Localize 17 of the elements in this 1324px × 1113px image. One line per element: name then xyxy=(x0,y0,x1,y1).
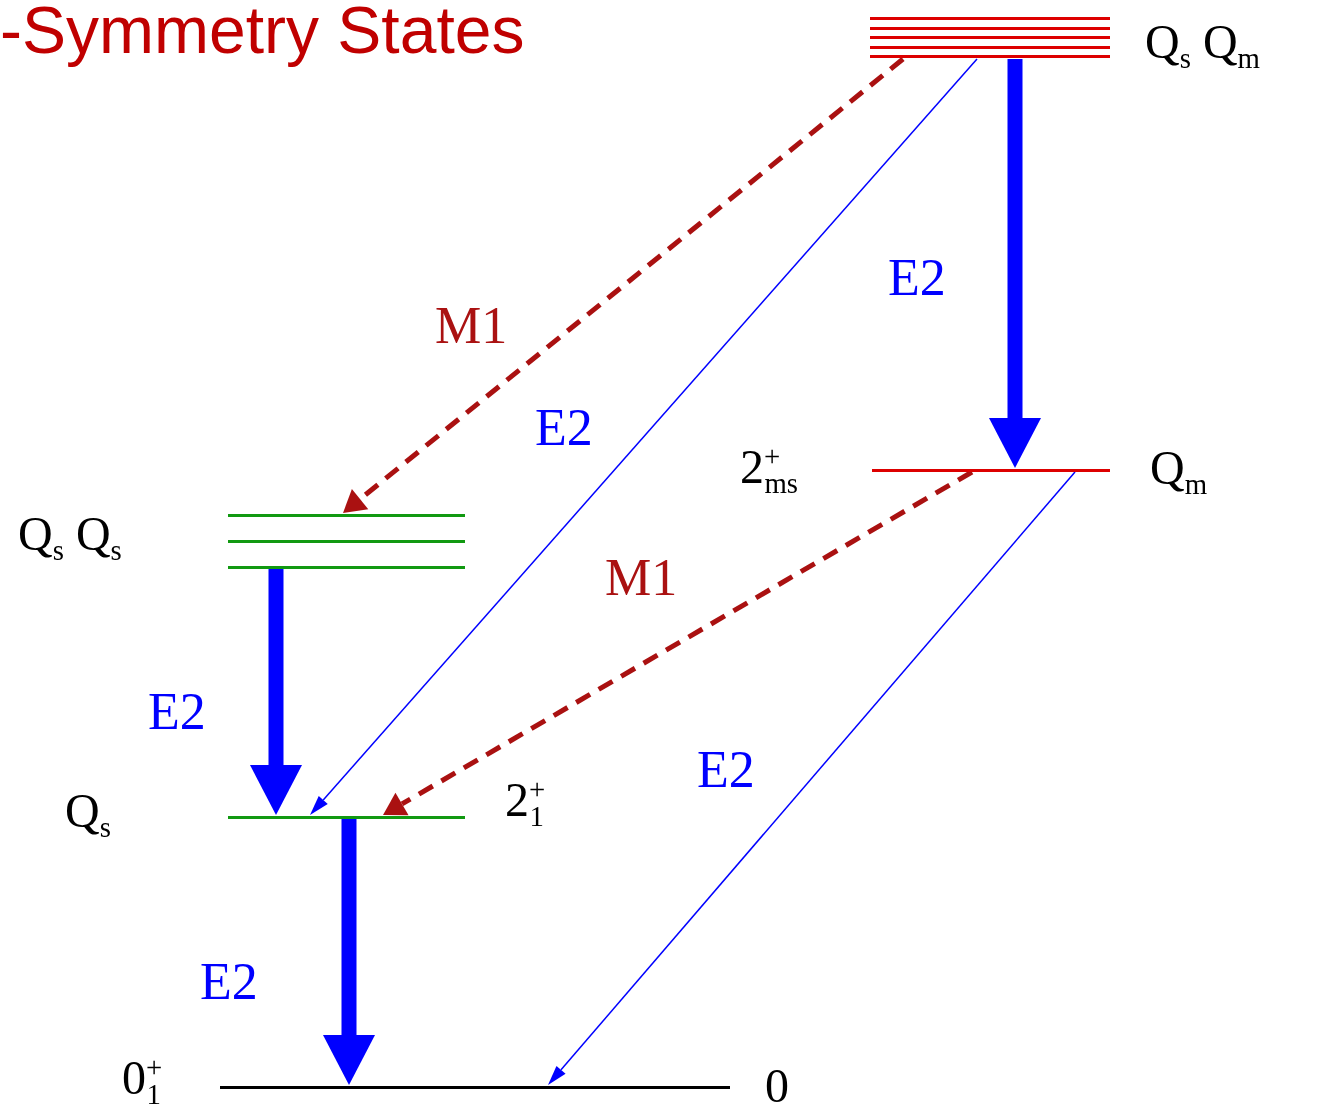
state-label: Q$_{s}$ Q$_{s}$ xyxy=(18,510,122,565)
arrow xyxy=(250,569,302,815)
energy-level xyxy=(220,1085,730,1089)
energy-level xyxy=(870,17,1110,59)
arrow xyxy=(310,58,978,815)
state-label: Q$_{m}$ xyxy=(1150,444,1208,499)
arrow xyxy=(989,59,1041,468)
arrow xyxy=(383,469,974,816)
energy-level xyxy=(872,468,1110,472)
title: -Symmetry States xyxy=(0,0,525,68)
arrow xyxy=(343,57,905,513)
arrow xyxy=(548,471,1076,1085)
state-label: Q$_{s}$ Q$_{m}$ xyxy=(1145,18,1260,73)
state-label: Q$_{s}$ xyxy=(65,787,111,842)
energy-level xyxy=(228,513,465,569)
energy-level xyxy=(228,815,465,819)
state-label: 0 xyxy=(765,1062,789,1110)
